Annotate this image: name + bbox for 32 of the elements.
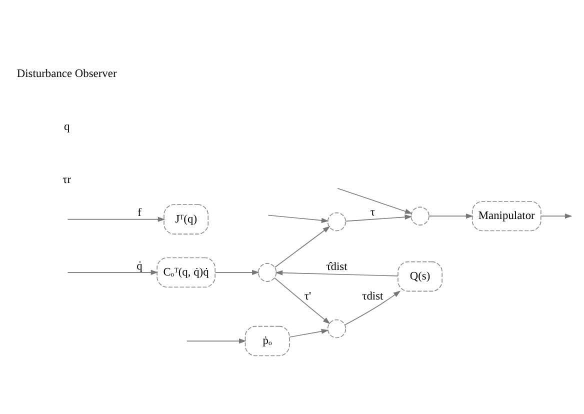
node-circle (258, 262, 277, 282)
arrow (344, 290, 401, 325)
node-circle (327, 318, 346, 338)
arrow (275, 270, 398, 276)
edge-label: q̇ (136, 260, 142, 272)
arrow (67, 216, 166, 222)
node-box: Jᵀ(q) (164, 204, 209, 234)
arrow (289, 328, 329, 338)
edge-label: τ̂dist (326, 260, 348, 273)
edge-label: τ' (304, 290, 312, 302)
label: q (64, 120, 70, 133)
arrow (337, 187, 412, 214)
node-circle (327, 212, 346, 231)
node-box: Q(s) (398, 260, 442, 292)
edge-label: f (138, 206, 142, 219)
arrow (274, 277, 330, 324)
edge-label: τdist (362, 290, 384, 302)
node-box: Manipulator (472, 200, 542, 231)
label: Disturbance Observer (16, 67, 117, 80)
label: τr (62, 174, 72, 186)
arrow (428, 213, 474, 218)
arrow (67, 269, 158, 274)
arrow (214, 269, 260, 274)
arrow (540, 213, 572, 218)
node-box: ṗₒ (244, 325, 290, 356)
arrow (186, 338, 246, 344)
arrow (274, 226, 330, 268)
arrow (268, 214, 329, 222)
edge-label: τ (370, 206, 375, 218)
node-circle (410, 206, 430, 225)
node-box: Cₒᵀ(q, q̇)q̇ (156, 256, 216, 288)
arrow (346, 214, 412, 222)
